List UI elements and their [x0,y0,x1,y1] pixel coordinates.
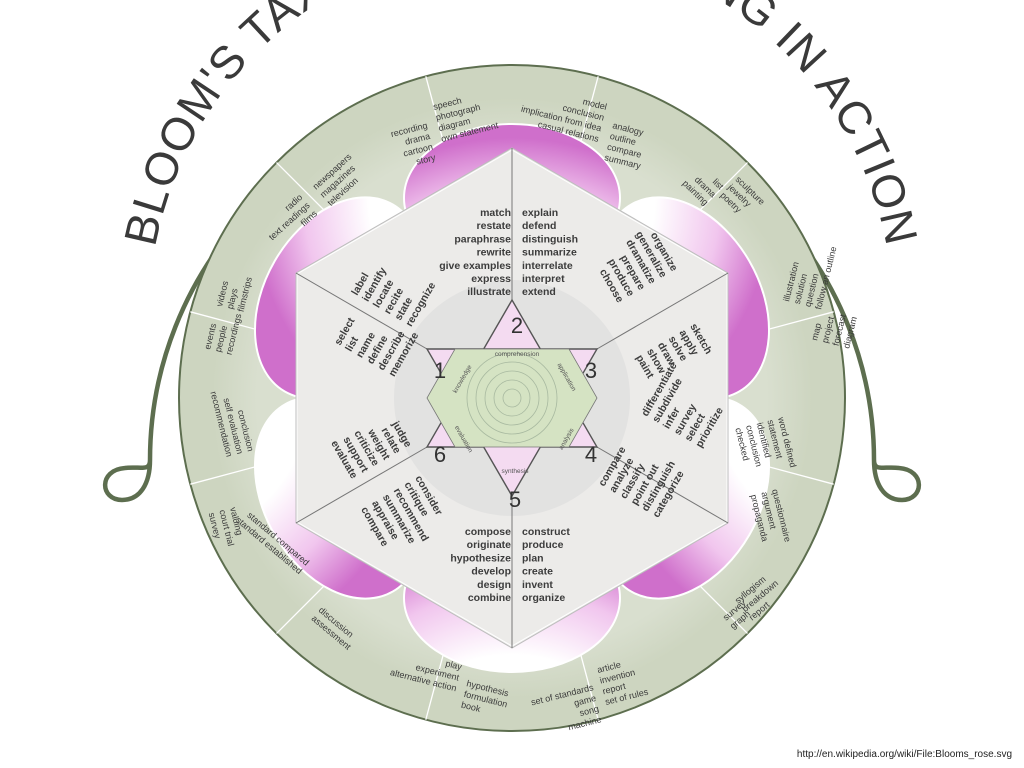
sector-line [596,446,729,524]
verb-word: extend [522,286,556,298]
verb-word: song [578,704,599,718]
verb-word: construct [522,526,570,538]
verb-word: summarize [522,247,577,259]
verb-word: map [809,322,823,341]
verb-word: paraphrase [454,233,511,245]
verb-word: play [444,658,463,672]
verb-word: illustrate [467,286,511,298]
verb-word: defend [522,220,556,232]
verb-word: rewrite [477,247,512,259]
level-number: 6 [434,442,446,467]
verb-word: story [415,152,437,167]
source-url: http://en.wikipedia.org/wiki/File:Blooms… [796,749,1012,760]
verb-word: design [477,579,511,591]
sector-line [596,272,729,350]
verb-word: give examples [439,260,511,272]
sector-line [295,272,428,350]
verb-word: distinguish [522,233,578,245]
level-name: synthesis [501,468,529,475]
sector-line [295,446,428,524]
verb-word: explain [522,207,558,219]
verb-word: create [522,566,553,578]
verb-word: interrelate [522,260,573,272]
verb-word: produce [522,539,564,551]
level-number: 1 [434,358,446,383]
word-list: judgerelateweightcriticizesupportevaluat… [328,418,414,480]
verb-word: book [460,700,482,715]
level-number: 5 [509,487,521,512]
verb-word: hypothesize [450,552,511,564]
verb-word: compose [465,526,511,538]
verb-word: develop [471,566,511,578]
verb-word: originate [467,539,511,551]
level-number: 4 [585,442,597,467]
verb-word: match [480,207,511,219]
verb-word: combine [468,592,511,604]
verb-word: plan [522,552,544,564]
verb-word: invent [522,579,553,591]
verb-word: restate [477,220,512,232]
word-list: organizegeneralizedramatizeprepareproduc… [597,229,680,305]
verb-word: organize [522,592,565,604]
word-list: word definedstatementidentifiedconclusio… [733,415,798,468]
verb-word: express [471,273,511,285]
level-star [425,298,599,498]
level-name: comprehension [495,351,540,358]
level-number: 2 [511,313,523,338]
level-number: 3 [585,358,597,383]
sector-lines [295,148,729,648]
verb-word: interpret [522,273,565,285]
